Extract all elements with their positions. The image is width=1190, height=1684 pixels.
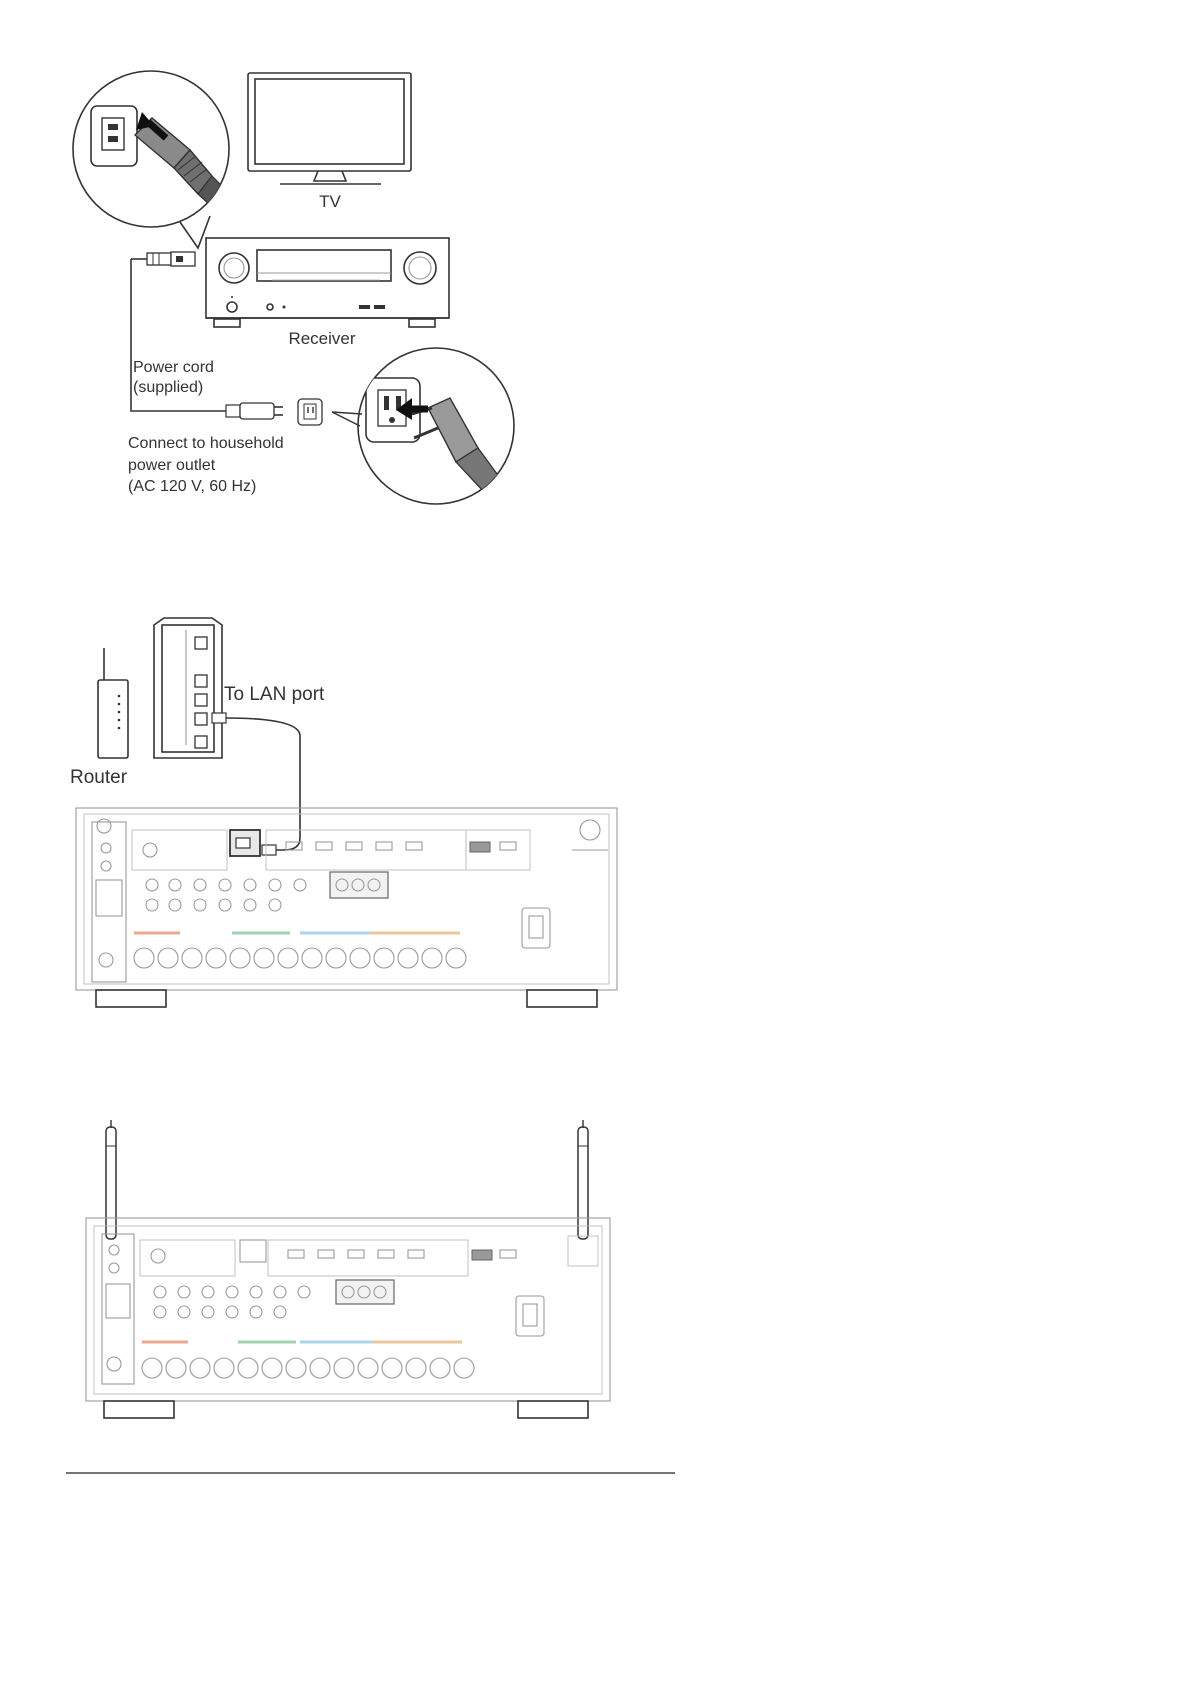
outlet-label-line1: Connect to household [128,435,284,452]
receiver-rear-panel-antenna [86,1218,610,1418]
inlet-plug-icon [131,252,195,266]
tv-label: TV [319,192,341,211]
wall-outlet-icon [298,399,322,425]
router-illustration [98,648,128,758]
receiver-label: Receiver [288,329,355,348]
receiver-front-illustration [206,238,449,327]
router-ports-panel [154,618,222,758]
antenna-diagram [86,1120,610,1418]
router-label: Router [70,767,128,788]
tv-illustration [248,73,411,184]
inlet-magnifier [73,71,236,248]
power-plug-icon [226,403,283,419]
right-antenna [578,1120,588,1239]
left-antenna [106,1120,116,1239]
power-cord-supplied-label: (supplied) [133,379,203,396]
outlet-magnifier [332,348,514,504]
lan-connection-diagram: To LAN port Router [70,618,617,1007]
power-connection-diagram: TV [73,71,514,504]
receiver-rear-panel-lan [76,808,617,1007]
outlet-label-line2: power outlet [128,457,216,474]
lan-port-label: To LAN port [224,684,325,705]
lan-cable-connector-bottom [262,845,276,855]
outlet-label-line3: (AC 120 V, 60 Hz) [128,478,256,495]
power-cord-label: Power cord [133,359,214,376]
lan-cable-connector-top [212,713,226,723]
